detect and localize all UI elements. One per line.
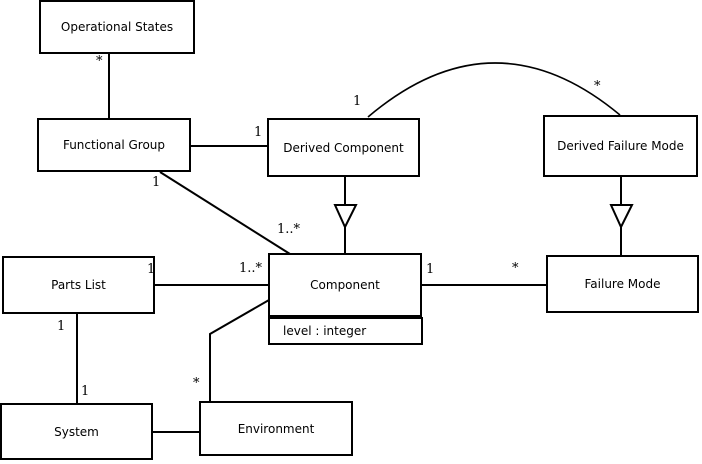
multiplicity-pl-comp-many: 1..* <box>239 261 263 276</box>
multiplicity-comp-fm-star: * <box>512 261 519 276</box>
multiplicity-env-comp-star: * <box>193 376 200 391</box>
class-component-attribute-level: level : integer <box>283 324 367 338</box>
connector-functional-group-component <box>159 171 291 255</box>
class-parts-list[interactable]: Parts List <box>2 256 155 314</box>
class-parts-list-label: Parts List <box>51 278 106 292</box>
class-component[interactable]: Component <box>268 253 422 317</box>
multiplicity-fg-dc-one: 1 <box>254 125 263 140</box>
class-failure-mode-label: Failure Mode <box>584 277 661 291</box>
multiplicity-comp-fm-one: 1 <box>426 262 435 277</box>
multiplicity-arc-dfm-star: * <box>594 79 601 94</box>
multiplicity-fg-comp-many: 1..* <box>277 222 301 237</box>
multiplicity-pl-sys-one-bottom: 1 <box>81 384 90 399</box>
multiplicity-pl-comp-one: 1 <box>147 262 156 277</box>
class-environment[interactable]: Environment <box>199 401 353 456</box>
connector-derived-component-derived-failure-mode-arc <box>367 62 621 118</box>
class-derived-failure-mode[interactable]: Derived Failure Mode <box>543 115 698 177</box>
class-derived-component[interactable]: Derived Component <box>267 118 420 177</box>
class-system-label: System <box>54 424 99 439</box>
class-component-label: Component <box>310 278 380 292</box>
generalization-arrow-failure-mode <box>609 204 634 230</box>
class-operational-states[interactable]: Operational States <box>39 0 195 54</box>
class-failure-mode[interactable]: Failure Mode <box>546 255 699 313</box>
class-derived-component-label: Derived Component <box>283 140 404 155</box>
generalization-arrow-component <box>333 204 358 230</box>
class-system[interactable]: System <box>0 403 153 460</box>
class-functional-group[interactable]: Functional Group <box>37 118 191 172</box>
multiplicity-os-fg-star: * <box>96 54 103 69</box>
multiplicity-pl-sys-one-top: 1 <box>57 319 66 334</box>
class-environment-label: Environment <box>237 421 315 436</box>
class-derived-failure-mode-label: Derived Failure Mode <box>557 139 684 153</box>
multiplicity-fg-comp-one: 1 <box>152 175 161 190</box>
class-functional-group-label: Functional Group <box>62 138 166 152</box>
multiplicity-arc-dc-one: 1 <box>353 94 362 109</box>
class-operational-states-label: Operational States <box>60 20 174 34</box>
connector-component-environment <box>209 299 270 402</box>
class-component-attributes[interactable]: level : integer <box>268 317 423 345</box>
